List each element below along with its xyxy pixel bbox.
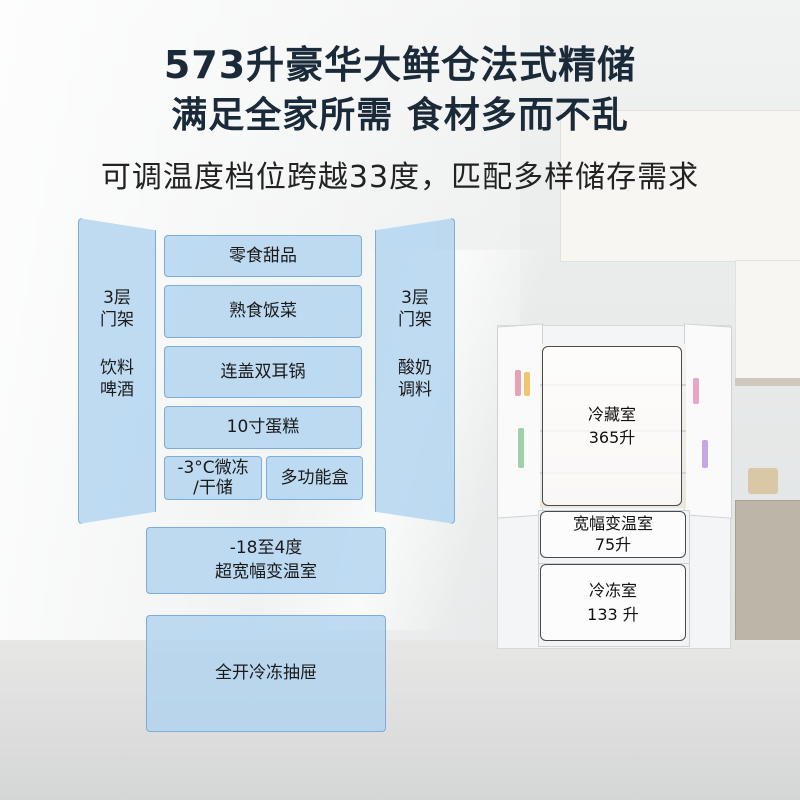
counter-item	[748, 468, 778, 494]
wall-cabinet	[560, 110, 800, 262]
zone-micro-freeze: -3°C微冻 /干储	[164, 456, 262, 500]
zone-pot: 连盖双耳锅	[164, 346, 362, 398]
zone-micro-freeze-dry: /干储	[193, 478, 233, 498]
zone-multi-box: 多功能盒	[266, 456, 363, 500]
left-door-rack: 门架	[100, 310, 134, 331]
zone-micro-freeze-temp: -3°C微冻	[177, 457, 249, 478]
variable-chamber-name: 宽幅变温室	[572, 513, 653, 533]
zone-multi-box-label: 多功能盒	[280, 467, 349, 488]
headline-second-line: 满足全家所需 食材多而不乱	[171, 95, 629, 136]
zone-cooked-food-label: 熟食饭菜	[229, 301, 297, 322]
right-door-yogurt: 酸奶	[398, 358, 432, 379]
zone-snacks: 零食甜品	[164, 235, 362, 277]
zone-cooked-food: 熟食饭菜	[164, 285, 362, 338]
zone-freezer-drawer: 全开冷冻抽屉	[146, 615, 386, 732]
left-door-drinks: 饮料	[100, 358, 134, 379]
fridge-chamber-label: 冷藏室 365升	[542, 346, 682, 506]
right-door-condiments: 调料	[398, 380, 432, 401]
headline: 573升豪华大鲜仓法式精储	[163, 43, 637, 87]
subtitle: 可调温度档位跨越33度，匹配多样储存需求	[100, 160, 700, 195]
zone-snacks-label: 零食甜品	[229, 245, 297, 266]
bottle-icon	[515, 370, 521, 396]
freezer-chamber-label: 冷冻室 133 升	[540, 564, 686, 641]
floor	[0, 640, 800, 800]
right-door-rack: 门架	[398, 310, 432, 331]
left-door-panel: 3层 门架 饮料 啤酒	[78, 218, 156, 524]
bottle-icon	[702, 440, 708, 468]
freezer-chamber-name: 冷冻室	[588, 581, 637, 601]
zone-cake-label: 10寸蛋糕	[226, 417, 300, 438]
side-cabinet	[735, 260, 800, 382]
island	[735, 500, 800, 657]
zone-freezer-label: 全开冷冻抽屉	[215, 663, 317, 684]
variable-chamber-volume: 75升	[594, 534, 632, 554]
right-door-shelves: 3层	[401, 288, 429, 308]
variable-chamber-label: 宽幅变温室 75升	[540, 511, 686, 558]
freezer-chamber-volume: 133 升	[587, 604, 639, 624]
left-door-beer: 啤酒	[100, 380, 134, 401]
fridge-chamber-volume: 365升	[588, 428, 636, 447]
bottle-icon	[518, 428, 524, 468]
bottle-icon	[524, 372, 530, 396]
zone-cake: 10寸蛋糕	[164, 406, 362, 449]
right-door-panel: 3层 门架 酸奶 调料	[375, 218, 455, 524]
fridge-right-door	[684, 323, 732, 519]
counter-top	[735, 378, 800, 386]
zone-variable-temp: -18至4度 超宽幅变温室	[146, 527, 386, 594]
fridge-chamber-name: 冷藏室	[587, 404, 636, 424]
bottle-icon	[693, 378, 699, 404]
fridge-left-door	[497, 323, 543, 519]
zone-variable-name: 超宽幅变温室	[215, 561, 317, 582]
left-door-shelves: 3层	[103, 288, 131, 308]
zone-variable-range: -18至4度	[229, 537, 303, 558]
zone-pot-label: 连盖双耳锅	[220, 361, 306, 382]
